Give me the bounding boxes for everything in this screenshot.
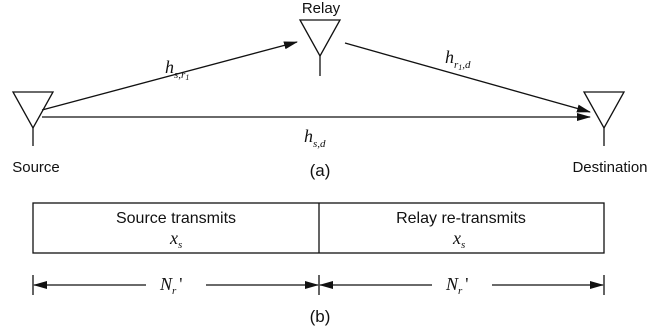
channel-label-relay-destination: hr1,d bbox=[445, 47, 471, 72]
destination-antenna-icon bbox=[582, 91, 626, 146]
slot2-title: Relay re-transmits bbox=[396, 210, 526, 227]
caption-b: (b) bbox=[310, 307, 331, 326]
source-antenna-icon bbox=[11, 91, 55, 146]
relay-to-destination-arrow bbox=[344, 42, 591, 113]
channel-label-source-destination: hs,d bbox=[304, 126, 326, 150]
slot2-symbol: xs bbox=[452, 228, 465, 251]
slot1-title: Source transmits bbox=[116, 210, 236, 227]
destination-label: Destination bbox=[572, 159, 647, 176]
source-to-relay-arrow bbox=[41, 41, 298, 111]
caption-a: (a) bbox=[310, 161, 331, 180]
relay-label: Relay bbox=[302, 0, 341, 17]
source-label: Source bbox=[12, 159, 60, 176]
slot1-symbol: xs bbox=[169, 228, 182, 251]
duration1-label: Nr' bbox=[159, 274, 183, 297]
relay-antenna-icon bbox=[298, 19, 342, 76]
channel-label-source-relay: hs,r1 bbox=[165, 57, 189, 82]
duration2-label: Nr' bbox=[445, 274, 469, 297]
